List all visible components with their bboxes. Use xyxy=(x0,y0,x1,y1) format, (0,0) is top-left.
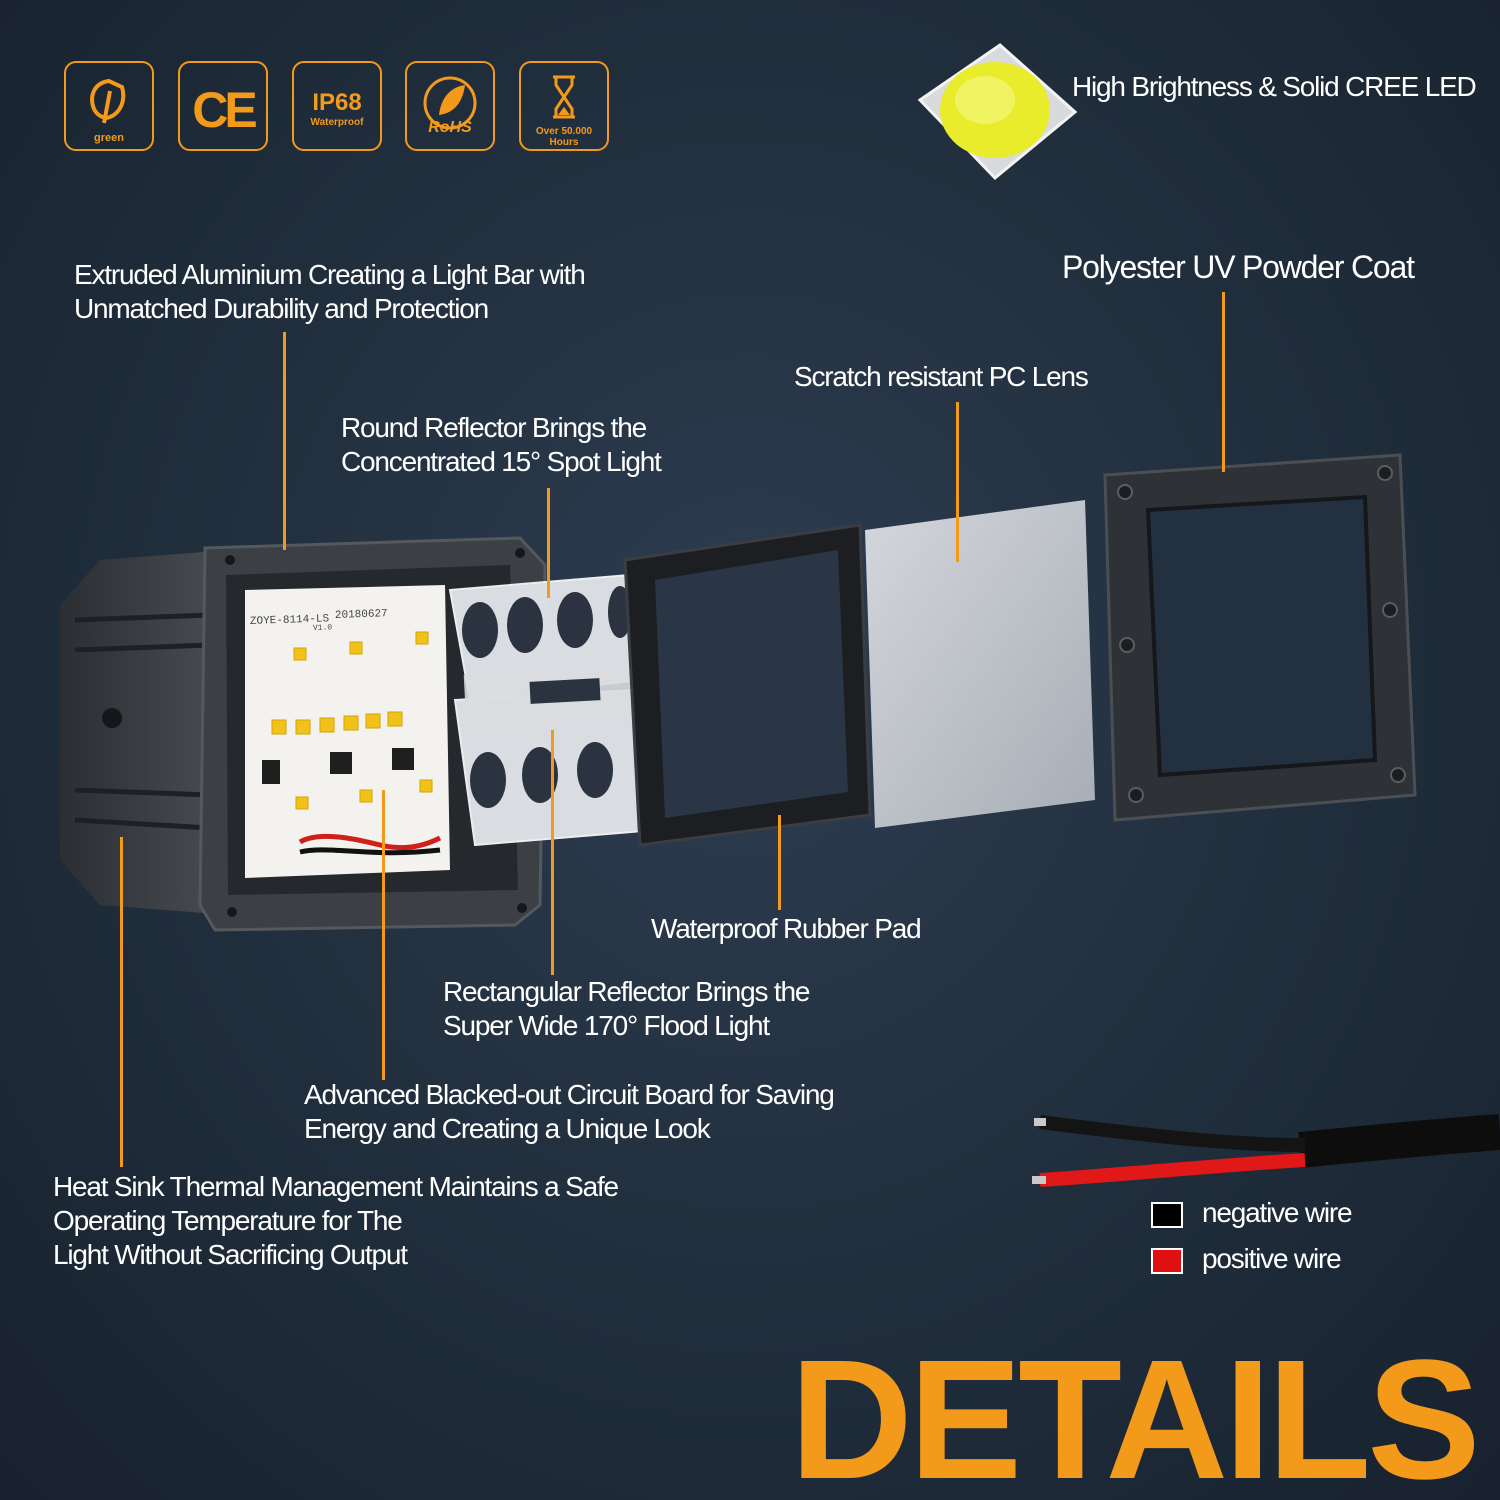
pcb-version-text: V1.0 xyxy=(313,623,333,633)
circuit-callout: Advanced Blacked-out Circuit Board for S… xyxy=(304,1078,835,1146)
rohs-leaf-icon xyxy=(423,76,477,130)
callout-lines xyxy=(120,292,1225,1167)
rohs-badge: RoHS xyxy=(405,61,495,151)
rubber-pad xyxy=(623,523,872,847)
circuit-board: ZOYE-8114-LS 20180627 V1.0 xyxy=(245,585,450,878)
rect-reflector-line-1: Rectangular Reflector Brings the xyxy=(443,976,810,1007)
round-reflector-callout: Round Reflector Brings the Concentrated … xyxy=(341,411,662,479)
power-cable xyxy=(1032,1114,1500,1187)
round-reflector-line-1: Round Reflector Brings the xyxy=(341,412,647,443)
reflector-assembly xyxy=(448,573,657,847)
front-bezel xyxy=(1103,453,1417,822)
hours-line-1: Over 50.000 xyxy=(535,126,593,137)
hours-line-2: Hours xyxy=(549,137,579,148)
heat-sink-callout: Heat Sink Thermal Management Maintains a… xyxy=(53,1170,619,1272)
green-badge: green xyxy=(64,61,154,151)
pc-lens-callout: Scratch resistant PC Lens xyxy=(794,361,1089,392)
positive-wire-swatch xyxy=(1151,1248,1183,1274)
rect-reflector-line-2: Super Wide 170° Flood Light xyxy=(443,1010,770,1041)
round-reflector-line-2: Concentrated 15° Spot Light xyxy=(341,446,662,477)
hourglass-icon xyxy=(553,75,575,119)
waterproof-label: Waterproof xyxy=(310,117,364,128)
rubber-pad-callout: Waterproof Rubber Pad xyxy=(651,913,922,944)
circuit-line-2: Energy and Creating a Unique Look xyxy=(304,1113,711,1144)
badge-green-label: green xyxy=(94,132,124,144)
pc-lens xyxy=(865,500,1095,828)
led-chip-row xyxy=(271,631,433,810)
heat-sink-line-2: Operating Temperature for The xyxy=(53,1205,403,1236)
heat-sink-line-3: Light Without Sacrificing Output xyxy=(53,1239,408,1270)
ce-mark: CE xyxy=(192,82,257,138)
pcb-model-text: ZOYE-8114-LS xyxy=(250,613,330,628)
cree-led-chip xyxy=(917,43,1078,181)
negative-wire-label: negative wire xyxy=(1202,1197,1353,1228)
details-headline: DETAILS xyxy=(790,1325,1481,1500)
positive-wire-label: positive wire xyxy=(1202,1243,1342,1274)
rohs-label: RoHS xyxy=(428,119,472,136)
extruded-callout: Extruded Aluminium Creating a Light Bar … xyxy=(74,258,586,326)
powder-coat-callout: Polyester UV Powder Coat xyxy=(1062,249,1415,285)
negative-wire-swatch xyxy=(1151,1202,1183,1228)
heat-sink-line-1: Heat Sink Thermal Management Maintains a… xyxy=(53,1171,619,1202)
lifetime-badge: Over 50.000 Hours xyxy=(519,61,609,151)
circuit-line-1: Advanced Blacked-out Circuit Board for S… xyxy=(304,1079,835,1110)
rect-reflector-callout: Rectangular Reflector Brings the Super W… xyxy=(443,975,810,1043)
leaf-icon xyxy=(90,78,126,124)
ip68-label: IP68 xyxy=(312,89,362,116)
pcb-date-text: 20180627 xyxy=(335,608,388,622)
ce-badge: CE xyxy=(178,61,268,151)
led-caption: High Brightness & Solid CREE LED xyxy=(1072,71,1477,102)
extruded-line-2: Unmatched Durability and Protection xyxy=(74,293,489,324)
ip68-badge: IP68 Waterproof xyxy=(292,61,382,151)
extruded-line-1: Extruded Aluminium Creating a Light Bar … xyxy=(74,259,586,290)
